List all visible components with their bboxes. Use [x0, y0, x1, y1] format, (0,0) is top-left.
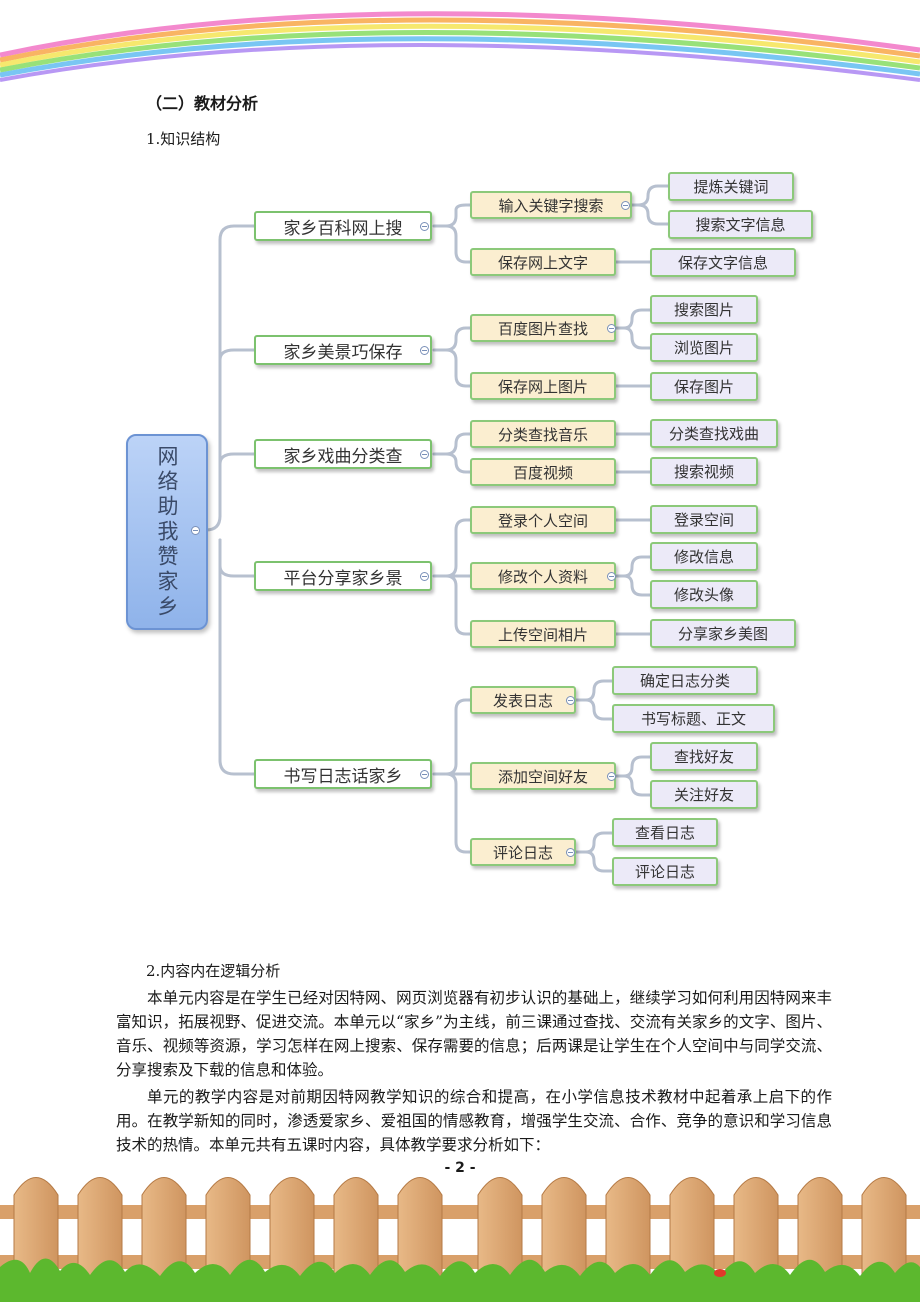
- leaf-node: 修改头像: [650, 580, 758, 609]
- page-number: - 2 -: [444, 1160, 476, 1176]
- rainbow-decoration: [0, 11, 920, 82]
- leaf-node: 搜索视频: [650, 457, 758, 486]
- subtopic-node: 保存网上图片: [470, 372, 616, 400]
- collapse-icon: [607, 772, 616, 781]
- branch-node: 家乡百科网上搜: [254, 211, 432, 241]
- collapse-icon: [420, 346, 429, 355]
- subtopic-node: 上传空间相片: [470, 620, 616, 648]
- paragraph-teaching: 单元的教学内容是对前期因特网教学知识的综合和提高，在小学信息技术教材中起着承上启…: [116, 1088, 832, 1154]
- mind-map-connectors: [204, 184, 670, 873]
- branch-node: 家乡美景巧保存: [254, 335, 432, 365]
- leaf-node: 搜索文字信息: [668, 210, 813, 239]
- mind-map: 网络助我赞家乡 家乡百科网上搜 输入关键字搜索 保存网上文字 提炼关键词 搜索文…: [120, 160, 840, 920]
- leaf-node: 评论日志: [612, 857, 718, 886]
- branch-node: 家乡戏曲分类查: [254, 439, 432, 469]
- leaf-node: 分类查找戏曲: [650, 419, 778, 448]
- branch-node: 平台分享家乡景: [254, 561, 432, 591]
- leaf-node: 保存图片: [650, 372, 758, 401]
- subtopic-node: 保存网上文字: [470, 248, 616, 276]
- subtopic-node: 发表日志: [470, 686, 576, 714]
- branch-node: 书写日志话家乡: [254, 759, 432, 789]
- subtopic-node: 百度视频: [470, 458, 616, 486]
- paragraph-intro: 本单元内容是在学生已经对因特网、网页浏览器有初步认识的基础上，继续学习如何利用因…: [116, 989, 832, 1079]
- collapse-icon: [621, 201, 630, 210]
- subtopic-node: 分类查找音乐: [470, 420, 616, 448]
- collapse-icon: [191, 526, 200, 535]
- leaf-node: 关注好友: [650, 780, 758, 809]
- subheading-knowledge-structure: 1.知识结构: [146, 130, 221, 148]
- section-title: （二）教材分析: [146, 94, 259, 113]
- leaf-node: 登录空间: [650, 505, 758, 534]
- subtopic-node: 评论日志: [470, 838, 576, 866]
- leaf-node: 查看日志: [612, 818, 718, 847]
- leaf-node: 提炼关键词: [668, 172, 794, 201]
- leaf-node: 书写标题、正文: [612, 704, 775, 733]
- collapse-icon: [420, 770, 429, 779]
- subtopic-node: 登录个人空间: [470, 506, 616, 534]
- collapse-icon: [420, 222, 429, 231]
- leaf-node: 保存文字信息: [650, 248, 796, 277]
- leaf-node: 修改信息: [650, 542, 758, 571]
- collapse-icon: [566, 696, 575, 705]
- leaf-node: 查找好友: [650, 742, 758, 771]
- subheading-logic-analysis: 2.内容内在逻辑分析: [146, 962, 281, 980]
- fence-grass-decoration: [0, 1177, 920, 1302]
- subtopic-node: 百度图片查找: [470, 314, 616, 342]
- collapse-icon: [420, 450, 429, 459]
- collapse-icon: [607, 572, 616, 581]
- leaf-node: 确定日志分类: [612, 666, 758, 695]
- leaf-node: 分享家乡美图: [650, 619, 796, 648]
- leaf-node: 浏览图片: [650, 333, 758, 362]
- subtopic-node: 修改个人资料: [470, 562, 616, 590]
- leaf-node: 搜索图片: [650, 295, 758, 324]
- subtopic-node: 添加空间好友: [470, 762, 616, 790]
- collapse-icon: [420, 572, 429, 581]
- collapse-icon: [607, 324, 616, 333]
- subtopic-node: 输入关键字搜索: [470, 191, 632, 219]
- collapse-icon: [566, 848, 575, 857]
